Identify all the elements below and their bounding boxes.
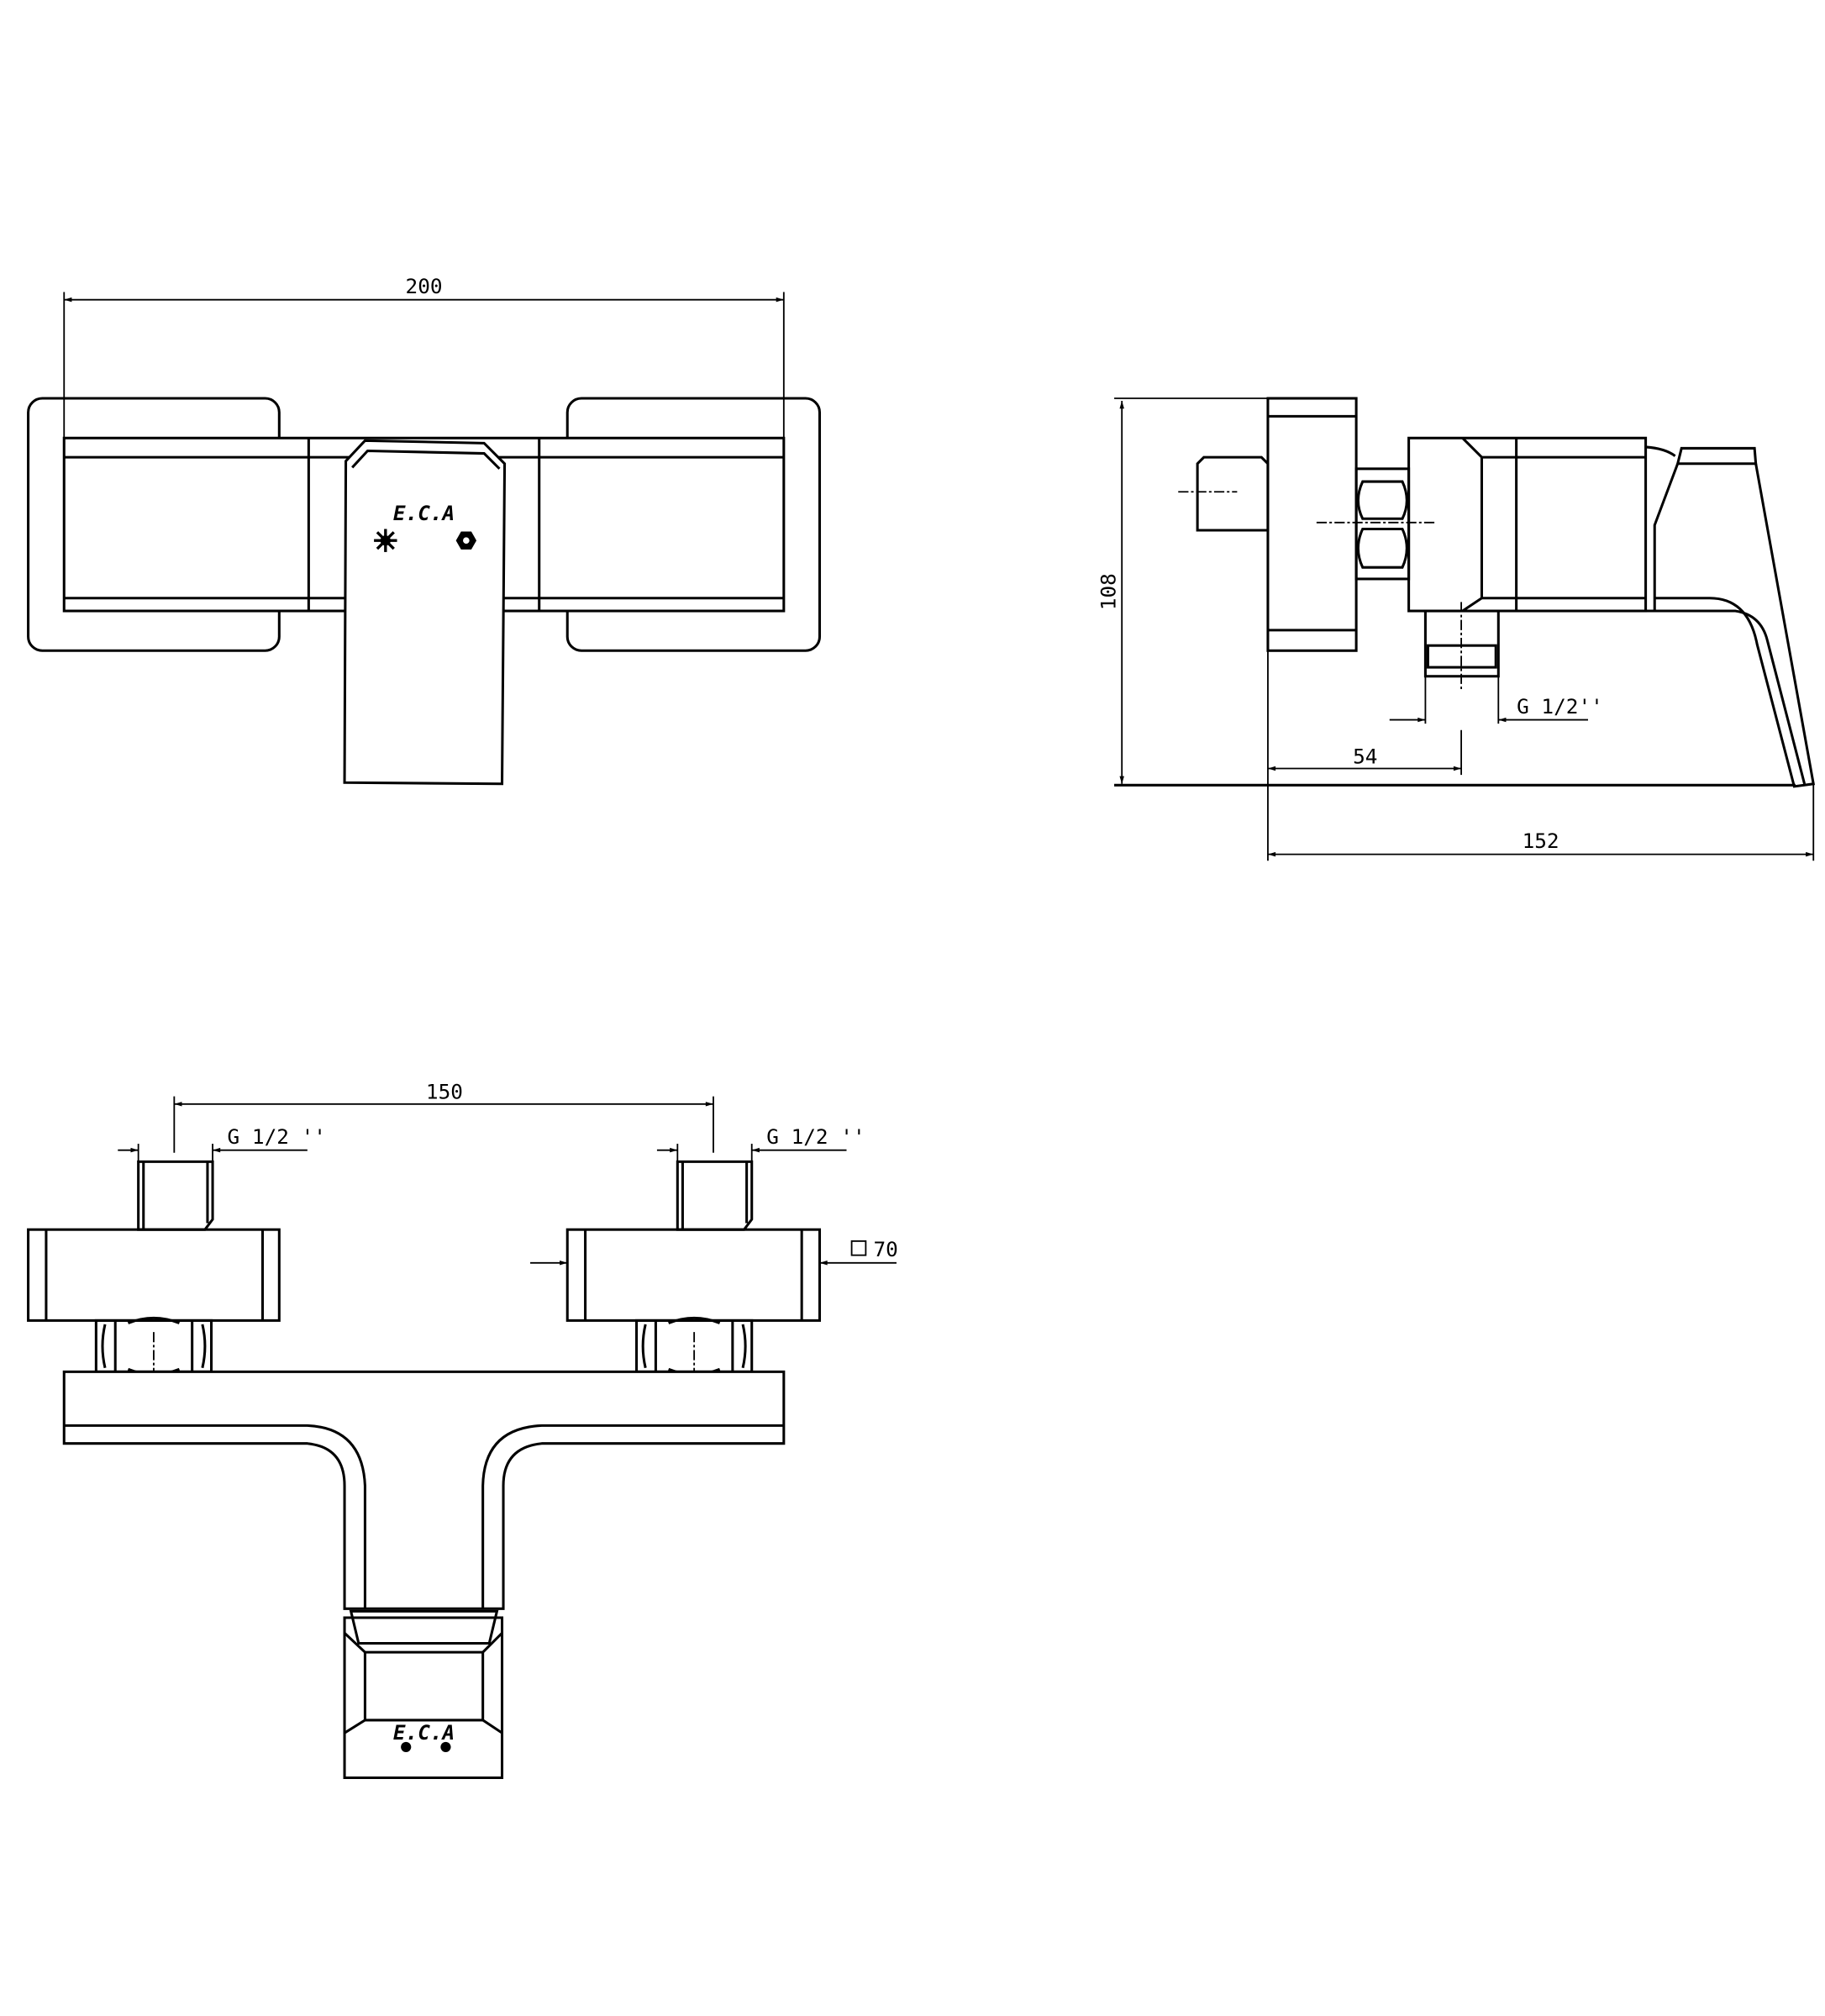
outlet-offset-dimension: 54: [1353, 744, 1377, 768]
side-view: 108 G 1/2'' 54 152: [1097, 397, 1816, 861]
top-view: 150 G 1/2 '' G 1/2 '' 70: [27, 1080, 898, 1780]
lever-handle: [343, 439, 507, 786]
mixer-body-top: [62, 1370, 786, 1610]
right-wall-plate-top: [565, 1228, 822, 1322]
left-thread-label: G 1/2 '': [228, 1124, 326, 1149]
left-inlet-pipe: [137, 1160, 214, 1231]
mixer-body-side: [1407, 436, 1648, 613]
thread-label: G 1/2'': [1517, 694, 1603, 718]
width-dimension: 200: [406, 274, 443, 298]
right-inlet-pipe: [676, 1160, 754, 1231]
square-symbol-icon: [850, 1240, 867, 1256]
inlet-nipple: [1196, 455, 1270, 532]
snowflake-icon: [440, 1741, 451, 1753]
center-distance-dimension: 150: [426, 1080, 463, 1104]
sun-icon: [374, 529, 397, 552]
lever-handle-side: [1654, 463, 1816, 788]
left-wall-plate-top: [27, 1228, 281, 1322]
plate-size-dimension: 70: [874, 1237, 898, 1261]
eca-logo-small: E.C.A: [393, 1720, 455, 1745]
snowflake-icon: [455, 531, 477, 550]
sun-icon: [401, 1741, 412, 1753]
eca-logo: E.C.A: [393, 501, 455, 525]
hex-nut: [1354, 467, 1411, 581]
wall-plate: [1266, 397, 1358, 652]
lever-handle-top: E.C.A: [343, 1609, 504, 1780]
depth-dimension: 152: [1523, 829, 1559, 853]
front-view: 200 E.C.A: [27, 274, 822, 786]
right-thread-label: G 1/2 '': [766, 1124, 865, 1149]
height-dimension: 108: [1097, 573, 1121, 610]
